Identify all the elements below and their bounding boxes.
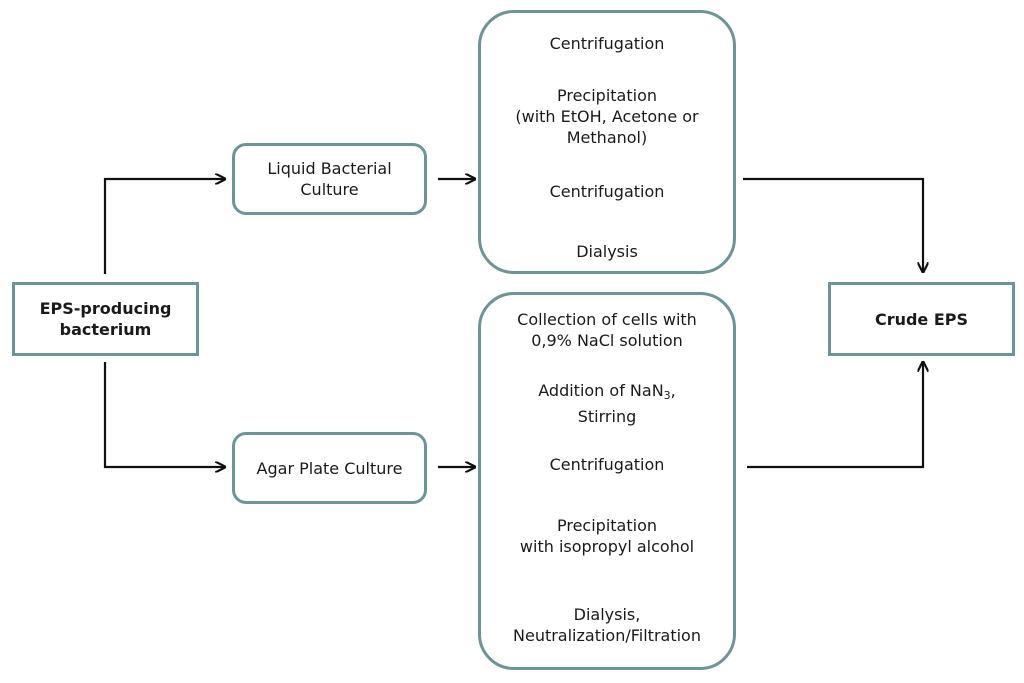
arrow-source-to-liquid xyxy=(103,179,225,274)
source-line2: bacterium xyxy=(59,320,152,339)
ap-step2-post: , xyxy=(670,381,676,400)
crude-eps-node: Crude EPS xyxy=(828,282,1015,356)
agar-process-box: Collection of cells with 0,9% NaCl solut… xyxy=(478,292,736,670)
agar-culture-node: Agar Plate Culture xyxy=(232,432,427,504)
liquid-line1: Liquid Bacterial xyxy=(267,159,392,178)
liquid-culture-node: Liquid Bacterial Culture xyxy=(232,143,427,215)
lp-step1: Centrifugation xyxy=(549,34,665,53)
lp-step4: Dialysis xyxy=(576,242,638,261)
liquid-line2: Culture xyxy=(300,180,359,199)
ap-step1-line1: Collection of cells with xyxy=(517,310,697,329)
lp-step2-line3: Methanol) xyxy=(566,128,648,147)
lp-step2: Precipitation (with EtOH, Acetone or Met… xyxy=(481,85,733,148)
arrow-liquid-process-to-crude xyxy=(743,177,923,272)
ap-step5: Dialysis, Neutralization/Filtration xyxy=(481,604,733,646)
lp-step3: Centrifugation xyxy=(549,182,665,201)
ap-step2-line2: Stirring xyxy=(577,407,637,426)
crude-label: Crude EPS xyxy=(874,309,969,329)
lp-step2-line1: Precipitation xyxy=(556,86,657,105)
ap-step5-line1: Dialysis, xyxy=(573,605,641,624)
ap-step4-line1: Precipitation xyxy=(556,516,657,535)
source-node: EPS-producing bacterium xyxy=(12,282,199,356)
ap-step2-line1: Addition of NaN3, xyxy=(481,380,733,406)
ap-step2-pre: Addition of NaN xyxy=(538,381,664,400)
ap-step4-line2: with isopropyl alcohol xyxy=(519,537,695,556)
source-line1: EPS-producing xyxy=(39,299,172,318)
ap-step2: Addition of NaN3, Stirring xyxy=(481,380,733,427)
ap-step4: Precipitation with isopropyl alcohol xyxy=(481,515,733,557)
agar-label: Agar Plate Culture xyxy=(256,458,403,478)
ap-step1-line2: 0,9% NaCl solution xyxy=(531,331,683,350)
arrow-source-to-agar xyxy=(103,362,225,467)
ap-step5-line2: Neutralization/Filtration xyxy=(513,626,701,645)
liquid-process-box: Centrifugation Precipitation (with EtOH,… xyxy=(478,10,736,274)
ap-step1: Collection of cells with 0,9% NaCl solut… xyxy=(481,309,733,351)
arrow-agar-process-to-crude xyxy=(747,362,923,469)
ap-step2-sub: 3 xyxy=(663,389,671,402)
ap-step3: Centrifugation xyxy=(549,455,665,474)
lp-step2-line2: (with EtOH, Acetone or xyxy=(515,107,699,126)
